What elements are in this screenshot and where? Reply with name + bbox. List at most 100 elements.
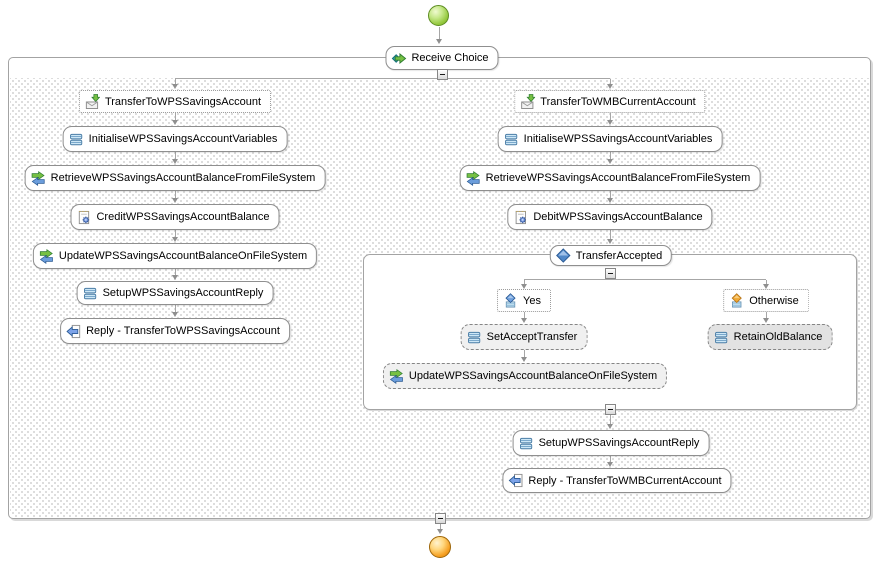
collapse-switch-bottom-button[interactable] <box>605 404 616 415</box>
node-label: RetrieveWPSSavingsAccountBalanceFromFile… <box>485 172 751 184</box>
node-label: RetainOldBalance <box>733 331 823 343</box>
assign-retain-old-balance-node[interactable]: RetainOldBalance <box>707 324 833 350</box>
assign-setup-reply-wmb-node[interactable]: SetupWPSSavingsAccountReply <box>512 430 710 456</box>
assign-initialise-wps-node[interactable]: InitialiseWPSSavingsAccountVariables <box>62 126 288 152</box>
invoke-update-wps-node[interactable]: UpdateWPSSavingsAccountBalanceOnFileSyst… <box>32 243 318 269</box>
arrowhead-icon <box>171 198 178 203</box>
arrowhead-icon <box>171 237 178 242</box>
assign-set-accept-transfer-node[interactable]: SetAcceptTransfer <box>460 324 588 350</box>
collapse-process-bottom-button[interactable] <box>435 513 446 524</box>
arrowhead-icon <box>606 424 613 429</box>
connector <box>175 305 176 312</box>
snippet-icon <box>513 210 528 225</box>
connector <box>175 191 176 198</box>
node-label: Reply - TransferToWMBCurrentAccount <box>528 474 722 487</box>
invoke-retrieve-wps-node[interactable]: RetrieveWPSSavingsAccountBalanceFromFile… <box>24 165 326 191</box>
receive-choice-node[interactable]: Receive Choice <box>385 46 499 70</box>
node-label: Otherwise <box>749 294 799 307</box>
assign-icon <box>714 330 729 345</box>
connector <box>175 113 176 120</box>
arrowhead-icon <box>606 84 613 89</box>
connector <box>175 230 176 237</box>
connector <box>610 191 611 198</box>
connector <box>440 524 441 529</box>
node-label: RetrieveWPSSavingsAccountBalanceFromFile… <box>50 172 316 184</box>
connector <box>524 350 525 357</box>
case-yes-node[interactable]: Yes <box>497 289 551 312</box>
arrowhead-icon <box>171 312 178 317</box>
arrowhead-icon <box>171 159 178 164</box>
arrowhead-icon <box>520 284 527 289</box>
node-label: SetupWPSSavingsAccountReply <box>102 287 264 299</box>
arrowhead-icon <box>606 462 613 467</box>
case-icon <box>503 293 518 308</box>
node-label: CreditWPSSavingsAccountBalance <box>96 211 270 223</box>
arrowhead-icon <box>436 529 443 534</box>
assign-setup-reply-wps-node[interactable]: SetupWPSSavingsAccountReply <box>76 281 274 305</box>
receive-icon <box>520 94 535 109</box>
receive-transfer-wmb-node[interactable]: TransferToWMBCurrentAccount <box>514 90 706 113</box>
node-label: UpdateWPSSavingsAccountBalanceOnFileSyst… <box>408 370 658 382</box>
arrowhead-icon <box>171 120 178 125</box>
snippet-icon <box>76 210 91 225</box>
assign-initialise-wmb-node[interactable]: InitialiseWPSSavingsAccountVariables <box>497 126 723 152</box>
reply-wmb-node[interactable]: Reply - TransferToWMBCurrentAccount <box>502 468 732 493</box>
start-node[interactable] <box>428 5 449 26</box>
arrowhead-icon <box>606 239 613 244</box>
connector <box>610 113 611 120</box>
collapse-switch-top-button[interactable] <box>605 268 616 279</box>
assign-icon <box>519 436 534 451</box>
arrowhead-icon <box>520 357 527 362</box>
invoke-update-switch-node[interactable]: UpdateWPSSavingsAccountBalanceOnFileSyst… <box>382 363 668 389</box>
choice-icon <box>556 248 571 263</box>
connector <box>766 312 767 318</box>
invoke-retrieve-wmb-node[interactable]: RetrieveWPSSavingsAccountBalanceFromFile… <box>459 165 761 191</box>
connector <box>175 269 176 275</box>
arrowhead-icon <box>606 198 613 203</box>
assign-icon <box>504 132 519 147</box>
assign-icon <box>83 286 98 301</box>
node-label: InitialiseWPSSavingsAccountVariables <box>88 133 278 145</box>
node-label: DebitWPSSavingsAccountBalance <box>533 211 703 223</box>
invoke-icon <box>389 369 404 384</box>
connector <box>766 280 767 284</box>
arrowhead-icon <box>606 120 613 125</box>
connector <box>610 230 611 239</box>
collapse-receive-choice-button[interactable] <box>437 69 448 80</box>
node-label: SetAcceptTransfer <box>486 331 578 343</box>
node-label: InitialiseWPSSavingsAccountVariables <box>523 133 713 145</box>
receive-transfer-wps-node[interactable]: TransferToWPSSavingsAccount <box>78 90 272 113</box>
pick-icon <box>391 51 406 66</box>
snippet-debit-node[interactable]: DebitWPSSavingsAccountBalance <box>507 204 713 230</box>
connector <box>175 152 176 159</box>
arrowhead-icon <box>171 275 178 280</box>
connector <box>439 27 440 39</box>
reply-wps-node[interactable]: Reply - TransferToWPSSavingsAccount <box>60 318 290 344</box>
end-node[interactable] <box>429 536 451 558</box>
connector <box>524 279 766 280</box>
case-otherwise-node[interactable]: Otherwise <box>723 289 809 312</box>
arrowhead-icon <box>762 318 769 323</box>
invoke-icon <box>466 171 481 186</box>
node-label: TransferAccepted <box>575 249 663 262</box>
connector <box>610 79 611 84</box>
node-label: TransferToWPSSavingsAccount <box>104 95 262 108</box>
node-label: Yes <box>523 294 541 307</box>
node-label: UpdateWPSSavingsAccountBalanceOnFileSyst… <box>58 250 308 262</box>
invoke-icon <box>39 249 54 264</box>
reply-icon <box>66 324 81 339</box>
arrowhead-icon <box>435 39 442 44</box>
connector <box>175 78 610 79</box>
invoke-icon <box>31 171 46 186</box>
arrowhead-icon <box>606 159 613 164</box>
switch-transfer-accepted-node[interactable]: TransferAccepted <box>549 245 673 266</box>
otherwise-icon <box>729 293 744 308</box>
connector <box>610 456 611 462</box>
connector <box>610 415 611 424</box>
assign-icon <box>69 132 84 147</box>
node-label: SetupWPSSavingsAccountReply <box>538 437 700 449</box>
snippet-credit-node[interactable]: CreditWPSSavingsAccountBalance <box>70 204 280 230</box>
connector <box>610 152 611 159</box>
connector <box>524 280 525 284</box>
